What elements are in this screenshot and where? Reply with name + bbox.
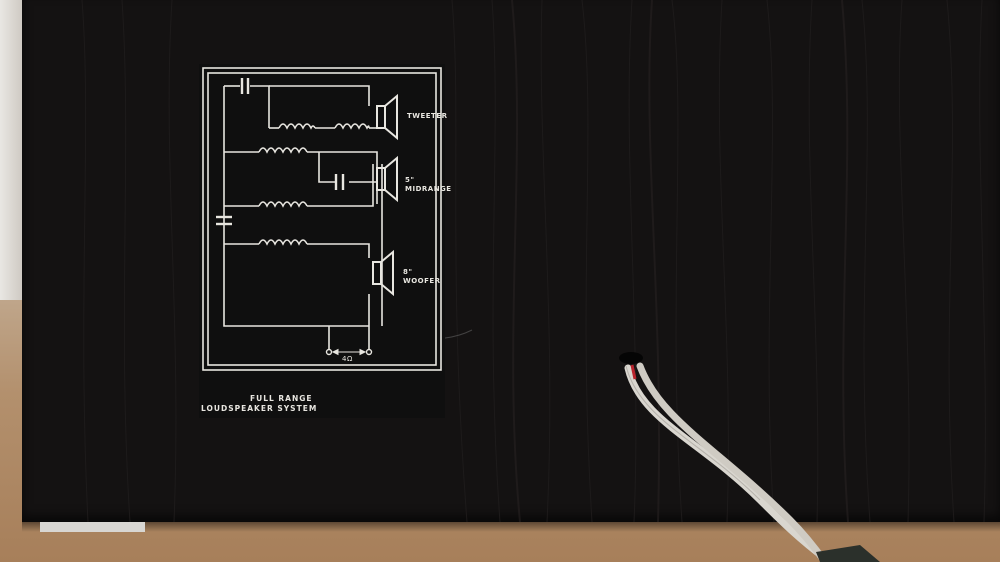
midrange-speaker-icon bbox=[376, 155, 398, 203]
crossover-schematic-label: TWEETER 5" MIDRANGE 8" WOOFER 4Ω FULL RA… bbox=[199, 64, 451, 418]
midrange-size-label: 5" bbox=[405, 176, 415, 184]
midrange-label: MIDRANGE bbox=[405, 185, 452, 193]
caption-line-2: LOUDSPEAKER SYSTEM bbox=[201, 404, 318, 413]
speaker-cabinet-back bbox=[22, 0, 1000, 522]
inductor-icon bbox=[278, 123, 316, 130]
cable-hole bbox=[619, 352, 643, 364]
crossover-circuit-diagram bbox=[202, 67, 442, 371]
tweeter-speaker-icon bbox=[376, 93, 398, 141]
woofer-label: WOOFER bbox=[403, 277, 441, 285]
wall-edge bbox=[0, 0, 22, 300]
cabinet-foot bbox=[40, 522, 145, 532]
impedance-label: 4Ω bbox=[342, 355, 353, 363]
tweeter-label: TWEETER bbox=[407, 112, 448, 120]
woofer-speaker-icon bbox=[372, 249, 394, 297]
woofer-size-label: 8" bbox=[403, 268, 413, 276]
wood-grain bbox=[81, 0, 986, 522]
inductor-icon bbox=[258, 147, 308, 154]
caption-line-1: FULL RANGE bbox=[250, 394, 313, 403]
inductor-icon bbox=[258, 201, 308, 208]
cabinet-shadow bbox=[22, 520, 1000, 532]
inductor-icon bbox=[258, 239, 308, 246]
